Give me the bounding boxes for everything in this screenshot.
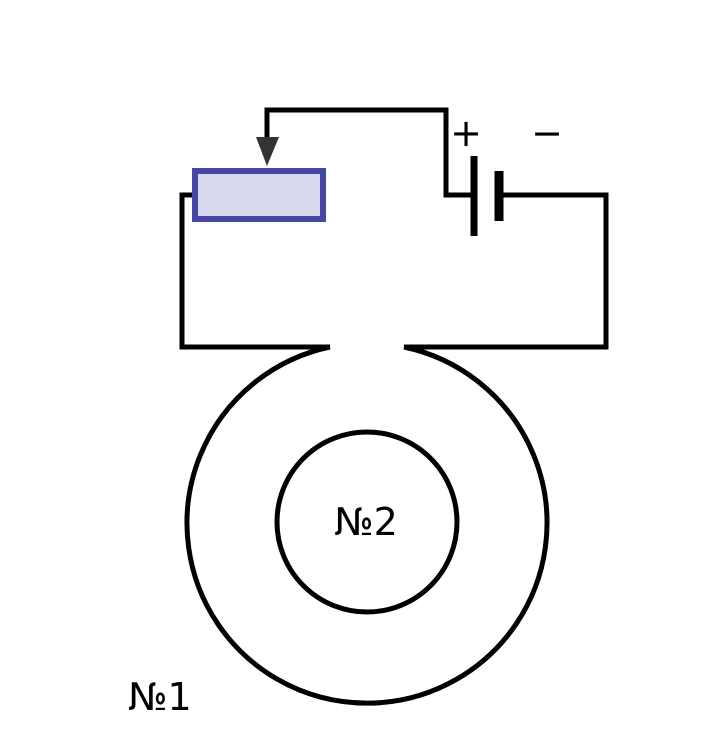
wire-battery-to-right — [404, 192, 609, 350]
wire-left — [179, 192, 330, 350]
wire-slider-to-battery — [264, 107, 472, 198]
battery-plus-label: + — [450, 111, 482, 155]
coil-2-label: №2 — [334, 500, 398, 544]
rheostat-slider-arrow[interactable] — [256, 137, 279, 166]
rheostat — [192, 168, 326, 222]
coil-2 — [274, 429, 460, 615]
battery-minus-label: − — [531, 111, 563, 155]
coil-1-label: №1 — [128, 675, 192, 719]
coil-1 — [184, 344, 550, 706]
